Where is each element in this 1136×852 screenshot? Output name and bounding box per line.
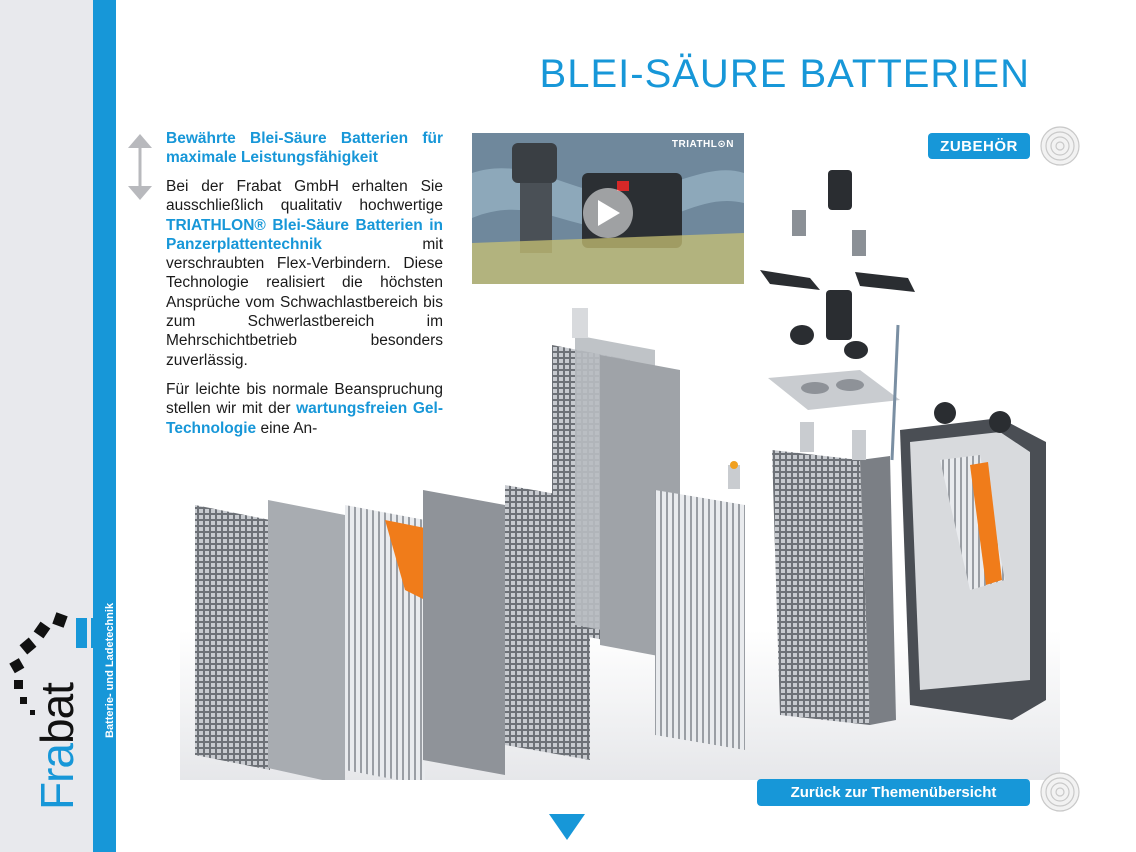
intro-text-column: Bewährte Blei-Säure Batterien für maxima… — [166, 129, 443, 469]
logo-part-fra: Fra — [31, 744, 83, 810]
paragraph-1-text-b: mit verschraubten Flex-Verbindern. Diese… — [166, 235, 443, 369]
back-to-overview-button[interactable]: Zurück zur Themenübersicht — [757, 779, 1030, 806]
paragraph-1-text-a: Bei der Frabat GmbH erhalten Sie ausschl… — [166, 178, 443, 215]
logo-subtitle: Batterie- und Ladetechnik — [104, 602, 116, 738]
video-thumbnail[interactable]: TRIATHL⊙N — [472, 133, 744, 284]
left-sidebar-strip — [0, 0, 93, 852]
logo-squares — [9, 612, 102, 715]
logo-wordmark: Frabat — [30, 683, 84, 810]
logo-part-bat: bat — [31, 683, 83, 744]
gel-technology-link[interactable]: wartungsfreien Gel-Technologie — [166, 400, 443, 437]
triangle-down-icon[interactable] — [549, 814, 585, 840]
paragraph-1: Bei der Frabat GmbH erhalten Sie ausschl… — [166, 177, 443, 370]
paragraph-2: Für leichte bis normale Beanspruchung st… — [166, 380, 443, 438]
concentric-rings-icon[interactable] — [1039, 771, 1081, 813]
concentric-rings-icon[interactable] — [1039, 125, 1081, 167]
page-title: BLEI-SÄURE BATTERIEN — [539, 52, 1030, 96]
play-button[interactable] — [583, 188, 633, 238]
battery-exploded-illustration — [180, 170, 1060, 780]
video-brand-label: TRIATHL⊙N — [671, 139, 734, 150]
zubehoer-button[interactable]: ZUBEHÖR — [928, 133, 1030, 159]
triathlon-highlight: TRIATHLON® Blei-Säure Batterien in Panze… — [166, 216, 443, 253]
lead-heading: Bewährte Blei-Säure Batterien für maxima… — [166, 130, 443, 166]
play-icon — [598, 200, 620, 226]
double-arrow-vertical-icon[interactable] — [128, 134, 152, 200]
paragraph-2-text-a: Für leichte bis normale Beanspruchung st… — [166, 380, 443, 418]
paragraph-2-text-b: eine An- — [256, 419, 318, 437]
